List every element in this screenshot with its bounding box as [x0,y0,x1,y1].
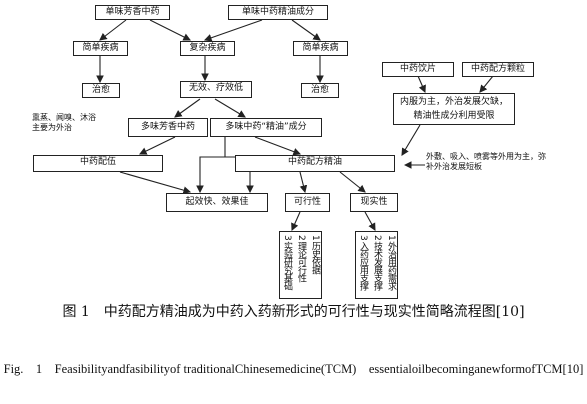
arrow [364,211,376,231]
label-external-use: 外敷、吸入、喷雾等外用为主，弥补外治发展短板 [426,152,546,171]
flow-connectors [96,19,494,232]
node-cure-1: 治愈 [82,83,120,98]
arrow [401,124,421,156]
feasibility-item: 2 理论可行性 [296,235,306,282]
arrow [339,171,366,193]
figure-caption-chinese: 图 1 中药配方精油成为中药入药新形式的可行性与现实性简略流程图[10] [62,304,525,320]
node-multi-oil: 多味中药“精油”成分 [210,118,322,137]
node-multi-aromatic: 多味芳香中药 [128,118,208,137]
node-simple-disease-1: 简单疾病 [73,41,128,56]
node-complex-disease: 复杂疾病 [180,41,235,56]
reality-list: 1 外治用药需求 2 技术发展支撑 3 入药应用支撑 [355,231,398,299]
arrow [479,75,494,93]
reality-item: 3 入药应用支撑 [358,235,368,290]
node-internal-use: 内服为主，外治发展欠缺，精油性成分利用受限 [393,93,515,125]
node-quick-effect: 起效快、效果佳 [166,193,268,212]
arrow [196,137,226,194]
arrow [203,19,263,42]
node-cure-2: 治愈 [301,83,339,98]
arrow [119,171,192,194]
reality-item: 2 技术发展支撑 [372,235,382,290]
node-tcm-compatibility: 中药配伍 [33,155,163,172]
arrow [139,136,176,155]
node-feasibility: 可行性 [285,193,330,212]
node-simple-disease-2: 简单疾病 [293,41,348,56]
node-granules: 中药配方颗粒 [462,62,534,77]
node-single-oil: 单味中药精油成分 [228,5,328,20]
feasibility-item: 3 实验研究基础 [282,235,292,290]
label-fumigation: 熏蒸、闻嗅、沐浴主要为外治 [32,113,96,132]
reality-item: 1 外治用药需求 [386,235,396,290]
arrow [254,136,302,156]
node-tcm-essential-oil: 中药配方精油 [235,155,395,172]
arrow [417,75,426,94]
arrow [291,19,321,41]
node-reality: 现实性 [350,193,398,212]
arrow [99,19,127,41]
figure-caption-english: Fig. 1 Feasibilityandfasibilityof tradit… [3,362,584,376]
arrow [174,98,201,118]
arrow [149,19,191,41]
arrow [291,211,301,232]
node-decoction-pieces: 中药饮片 [382,62,454,77]
node-ineffective: 无效、疗效低 [180,81,252,98]
feasibility-item: 1 历史依据 [310,235,320,274]
arrow [299,171,308,194]
arrow [214,98,246,118]
flowchart: 单味芳香中药 单味中药精油成分 简单疾病 复杂疾病 简单疾病 治愈 无效、疗效低… [32,5,546,299]
node-single-aromatic: 单味芳香中药 [95,5,170,20]
feasibility-list: 1 历史依据 2 理论可行性 3 实验研究基础 [279,231,322,299]
